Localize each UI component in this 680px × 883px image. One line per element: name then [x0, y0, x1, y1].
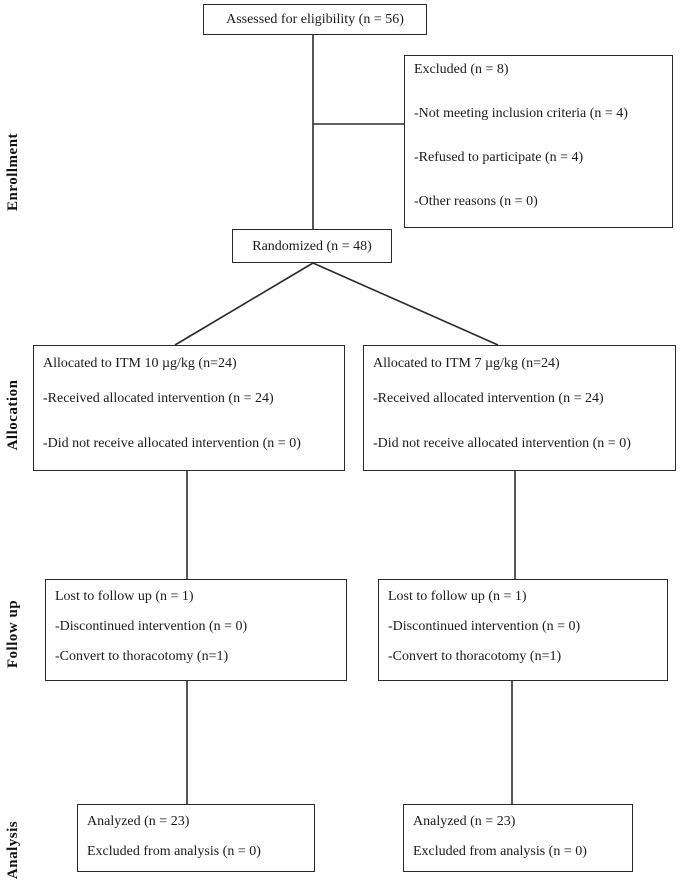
box-title: Analyzed (n = 23) — [413, 814, 516, 829]
box-item: -Refused to participate (n = 4) — [414, 150, 584, 165]
box-item: -Discontinued intervention (n = 0) — [55, 619, 248, 634]
stage-label-enrollment: Enrollment — [5, 132, 21, 212]
box-title: Allocated to ITM 10 µg/kg (n=24) — [43, 356, 237, 371]
allocation-right-box: Allocated to ITM 7 µg/kg (n=24) -Receive… — [363, 345, 676, 471]
stage-label-allocation: Allocation — [5, 379, 21, 451]
stage-label-follow-up: Follow up — [5, 599, 21, 669]
box-title: Allocated to ITM 7 µg/kg (n=24) — [373, 356, 560, 371]
box-item: -Other reasons (n = 0) — [414, 194, 538, 209]
box-title: Randomized (n = 48) — [252, 238, 372, 254]
box-item: -Received allocated intervention (n = 24… — [43, 391, 274, 406]
box-item: -Did not receive allocated intervention … — [373, 436, 631, 451]
analysis-left-box: Analyzed (n = 23) Excluded from analysis… — [77, 804, 315, 872]
box-item: -Discontinued intervention (n = 0) — [388, 619, 581, 634]
followup-right-box: Lost to follow up (n = 1) -Discontinued … — [378, 579, 668, 681]
analysis-right-box: Analyzed (n = 23) Excluded from analysis… — [403, 804, 633, 872]
box-title: Lost to follow up (n = 1) — [388, 589, 527, 604]
box-item: -Not meeting inclusion criteria (n = 4) — [414, 106, 628, 121]
stage-label-analysis: Analysis — [5, 820, 21, 880]
excluded-box: Excluded (n = 8) -Not meeting inclusion … — [404, 55, 673, 228]
assessed-eligibility-box: Assessed for eligibility (n = 56) — [203, 4, 427, 35]
randomized-box: Randomized (n = 48) — [232, 229, 392, 263]
line-randomized-to-alloc-right — [312, 262, 499, 346]
followup-left-box: Lost to follow up (n = 1) -Discontinued … — [45, 579, 347, 681]
box-item: -Convert to thoracotomy (n=1) — [55, 649, 229, 664]
allocation-left-box: Allocated to ITM 10 µg/kg (n=24) -Receiv… — [33, 345, 345, 471]
box-title: Excluded (n = 8) — [414, 62, 509, 77]
box-title: Lost to follow up (n = 1) — [55, 589, 194, 604]
box-item: Excluded from analysis (n = 0) — [87, 844, 261, 859]
box-item: -Convert to thoracotomy (n=1) — [388, 649, 562, 664]
box-item: -Did not receive allocated intervention … — [43, 436, 301, 451]
line-randomized-to-alloc-left — [174, 262, 314, 346]
box-item: Excluded from analysis (n = 0) — [413, 844, 587, 859]
box-item: -Received allocated intervention (n = 24… — [373, 391, 604, 406]
box-title: Assessed for eligibility (n = 56) — [226, 12, 404, 27]
box-title: Analyzed (n = 23) — [87, 814, 190, 829]
